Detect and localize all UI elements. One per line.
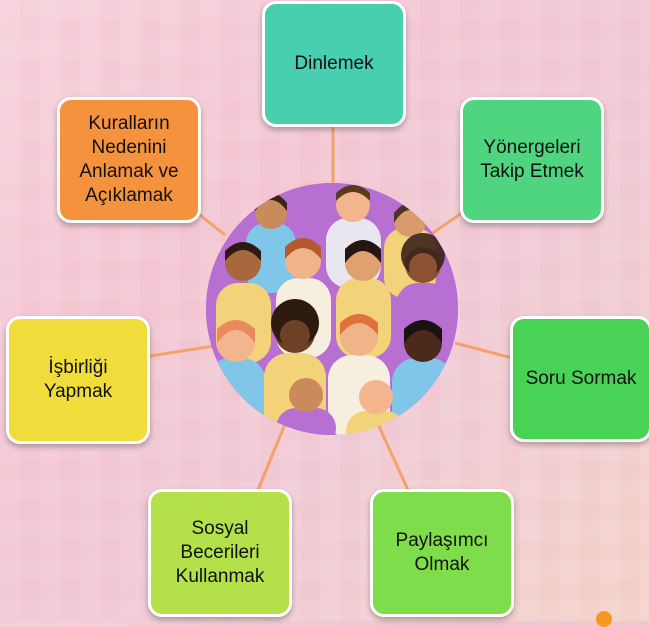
connector-sosyal xyxy=(256,423,287,491)
node-yonergeleri-label: Yönergeleri Takip Etmek xyxy=(480,137,584,182)
node-paylasimci-label: Paylaşımcı Olmak xyxy=(395,530,489,575)
connector-kurallarin xyxy=(199,213,226,237)
person-bottom-1 xyxy=(276,378,336,435)
decorative-dot xyxy=(596,611,612,627)
connector-yonergeleri xyxy=(429,210,464,237)
people-group-illustration xyxy=(206,183,458,435)
node-dinlemek: Dinlemek xyxy=(262,1,406,127)
node-isbirligi-yapmak: İşbirliği Yapmak xyxy=(6,316,150,444)
node-soru-sormak: Soru Sormak xyxy=(510,316,649,442)
node-yonergeleri-takip-etmek: Yönergeleri Takip Etmek xyxy=(460,97,604,223)
connector-soru xyxy=(454,341,513,360)
node-dinlemek-label: Dinlemek xyxy=(294,53,374,74)
node-paylasimci-olmak: Paylaşımcı Olmak xyxy=(370,489,514,617)
node-kurallarin-nedenini: Kuralların Nedenini Anlamak ve Açıklamak xyxy=(57,97,201,223)
connector-isbirligi xyxy=(149,344,215,358)
node-isbirligi-label: İşbirliği Yapmak xyxy=(43,357,113,402)
people-illustration-graphic xyxy=(206,183,458,435)
node-soru-label: Soru Sormak xyxy=(525,368,637,389)
connector-paylasimci xyxy=(376,423,410,491)
node-sosyal-label: Sosyal Becerileri Kullanmak xyxy=(175,518,265,587)
node-sosyal-becerileri-kullanmak: Sosyal Becerileri Kullanmak xyxy=(148,489,292,617)
node-kurallarin-label: Kuralların Nedenini Anlamak ve Açıklamak xyxy=(79,113,179,206)
